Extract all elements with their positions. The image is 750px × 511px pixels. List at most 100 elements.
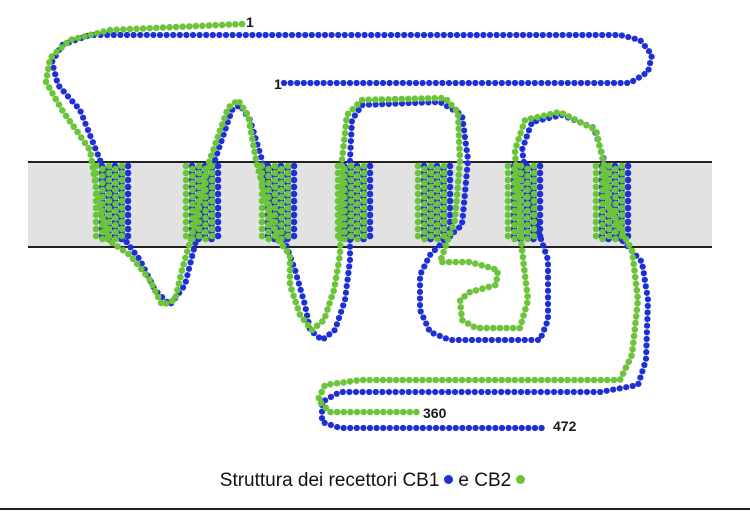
cb1-residue: [297, 286, 304, 293]
cb2-helix-4: [360, 204, 368, 212]
cb2-residue: [349, 106, 357, 113]
cb2-helix-6: [524, 228, 531, 236]
cb2-helix-4: [341, 207, 348, 215]
cb2-helix-6: [504, 162, 512, 170]
cb2-residue: [322, 404, 330, 412]
cb2-helix-1: [99, 221, 106, 229]
cb1-residue: [459, 424, 466, 432]
cb2-helix-1: [92, 225, 100, 233]
cb2-helix-2: [189, 200, 196, 208]
cb2-helix-2: [202, 186, 209, 194]
cb2-helix-1: [99, 172, 106, 180]
cb1-residue: [511, 388, 518, 396]
cb2-helix-1: [105, 218, 113, 226]
cb1-residue: [460, 206, 467, 213]
cb1-residue: [183, 31, 190, 39]
cb1-residue: [543, 320, 550, 327]
cb1-residue: [333, 321, 340, 328]
cb2-residue: [212, 21, 219, 29]
cb1-residue: [506, 31, 513, 39]
cb2-helix-4: [360, 176, 368, 184]
cb1-residue: [386, 424, 393, 432]
cb2-residue: [94, 29, 101, 37]
cb2-helix-4: [341, 200, 348, 208]
cb2-residue: [313, 322, 321, 330]
cb1-residue: [603, 387, 610, 394]
cb2-residue: [192, 22, 200, 30]
cb1-residue: [326, 331, 333, 338]
cb1-residue: [123, 31, 131, 39]
cb1-residue: [521, 336, 528, 344]
cb2-helix-2: [189, 179, 196, 187]
cb2-helix-6: [504, 190, 512, 198]
cb1-residue: [287, 79, 294, 87]
cb2-helix-3: [278, 235, 285, 243]
cb2-helix-7: [618, 211, 626, 219]
cb2-helix-3: [258, 204, 266, 212]
cb2-residue: [412, 376, 420, 384]
cb2-helix-3: [265, 200, 272, 208]
cb2-helix-3: [284, 211, 292, 219]
cb2-helix-2: [208, 183, 216, 191]
cb1-helix-3: [290, 211, 298, 219]
cb2-helix-7: [605, 162, 613, 170]
cb1-residue: [644, 322, 651, 329]
cb2-helix-5: [414, 211, 422, 219]
cb1-residue: [372, 388, 379, 396]
cb2-residue: [518, 240, 525, 248]
cb2-residue: [243, 110, 251, 117]
cb1-residue: [282, 31, 289, 39]
cb2-residue: [385, 96, 392, 103]
cb2-residue: [622, 364, 630, 371]
cb2-helix-1: [99, 214, 106, 222]
cb2-residue: [294, 305, 302, 312]
cb2-residue: [458, 310, 465, 318]
cb2-residue: [346, 378, 354, 385]
cb2-helix-3: [278, 228, 285, 236]
cb2-residue: [452, 211, 459, 218]
cb2-residue: [524, 376, 532, 384]
cb1-residue: [351, 112, 358, 119]
cb2-residue: [340, 408, 348, 416]
cb2-helix-6: [530, 204, 538, 212]
cb2-residue: [290, 292, 297, 300]
cb2-helix-6: [530, 211, 538, 219]
cb2-residue: [522, 305, 529, 313]
cb1-residue: [644, 309, 651, 316]
cb1-residue: [294, 274, 301, 281]
cb2-helix-6: [517, 176, 525, 184]
cb1-residue: [458, 388, 465, 396]
cb1-residue: [439, 79, 446, 87]
cb2-helix-1: [118, 169, 126, 177]
cb2-residue: [534, 113, 541, 121]
cb2-helix-3: [284, 176, 292, 184]
cb1-residue: [538, 424, 545, 432]
cb2-helix-1: [112, 165, 119, 173]
cb2-residue: [515, 135, 522, 143]
cb2-helix-5: [414, 218, 422, 226]
cb2-residue: [439, 258, 446, 266]
cb2-residue: [120, 26, 127, 33]
cb2-helix-3: [284, 225, 292, 233]
cb1-helix-2: [214, 169, 222, 177]
cb2-helix-3: [278, 214, 285, 222]
cb2-helix-7: [612, 235, 619, 243]
cb2-residue: [631, 326, 639, 333]
cb2-residue: [399, 408, 407, 416]
cb2-residue: [511, 376, 519, 384]
cb1-residue: [546, 31, 553, 39]
cb2-helix-1: [112, 179, 119, 187]
cb2-helix-3: [258, 183, 266, 191]
cb1-residue: [485, 79, 492, 87]
cb2-helix-7: [592, 183, 600, 191]
cb1-residue: [189, 31, 197, 39]
cb2-helix-3: [284, 183, 292, 191]
cb2-residue: [322, 312, 329, 320]
cb1-residue: [381, 31, 388, 39]
cb1-residue: [419, 79, 426, 87]
cb1-residue: [425, 326, 432, 333]
cb2-helix-6: [530, 225, 538, 233]
cb2-helix-7: [599, 186, 606, 194]
cb1-residue: [442, 335, 449, 342]
cb1-residue: [345, 269, 352, 277]
